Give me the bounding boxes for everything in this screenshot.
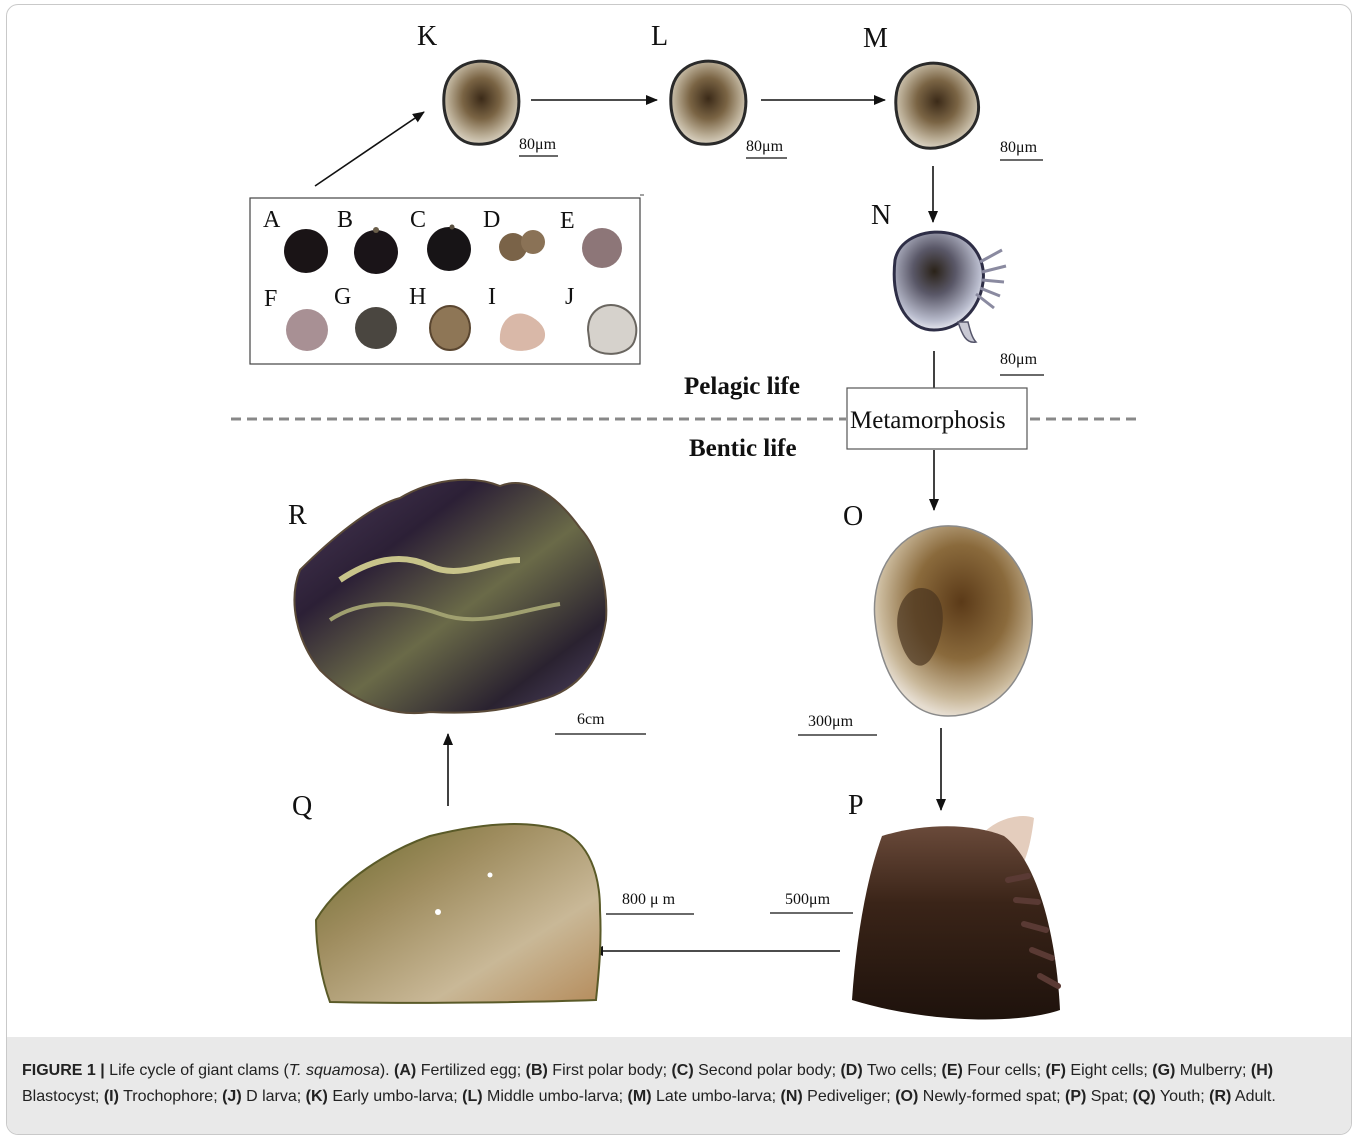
caption-item-text: Eight cells;	[1066, 1062, 1152, 1079]
caption-item-text: Spat;	[1086, 1088, 1132, 1105]
panel-label-q: Q	[292, 791, 312, 822]
panel-label-f: F	[264, 286, 277, 312]
panel-label-r: R	[288, 500, 307, 531]
d-larva-j-image	[588, 305, 636, 354]
life-cycle-figure: K L M 80μm 80μm 80μm A B C D E F G H I J	[0, 0, 1360, 1037]
caption-item-text: Pediveliger;	[803, 1088, 896, 1105]
pediveliger-n-image	[894, 232, 1006, 342]
panel-label-o: O	[843, 501, 863, 532]
caption-item-text: Second polar body;	[694, 1062, 841, 1079]
caption-item-key: (P)	[1065, 1088, 1086, 1105]
scalebar-label-o: 300μm	[808, 713, 854, 730]
caption-item-text: Middle umbo-larva;	[483, 1088, 628, 1105]
scalebar-label-m: 80μm	[1000, 139, 1038, 156]
cells-e-image	[582, 228, 622, 268]
mulberry-g-image	[355, 307, 397, 349]
caption-item-text: Early umbo-larva;	[328, 1088, 462, 1105]
panel-label-e: E	[560, 208, 575, 234]
caption-item-key: (E)	[942, 1062, 963, 1079]
panel-label-n: N	[871, 200, 891, 231]
metamorphosis-label: Metamorphosis	[850, 407, 1006, 434]
caption-item-text: Trochophore;	[119, 1088, 222, 1105]
caption-item-key: (M)	[628, 1088, 652, 1105]
caption-item-text: Adult.	[1231, 1088, 1275, 1105]
scalebar-label-k: 80μm	[519, 136, 557, 153]
scalebar-label-l: 80μm	[746, 138, 784, 155]
scalebar-label-p: 500μm	[785, 891, 831, 908]
egg-a-image	[284, 229, 328, 273]
scalebar-label-n: 80μm	[1000, 351, 1038, 368]
caption-item-text: Youth;	[1156, 1088, 1209, 1105]
caption-species: T. squamosa	[289, 1062, 380, 1079]
caption-item-key: (K)	[306, 1088, 328, 1105]
panel-label-l: L	[651, 21, 668, 52]
panel-label-g: G	[334, 284, 351, 310]
caption-item-key: (B)	[526, 1062, 548, 1079]
caption-item-text: First polar body;	[548, 1062, 672, 1079]
larva-l-image	[671, 61, 746, 144]
caption-item-text: Late umbo-larva;	[652, 1088, 781, 1105]
caption-item-text: D larva;	[242, 1088, 306, 1105]
larva-m-image	[896, 63, 979, 148]
cells-f-image	[286, 309, 328, 351]
cells-d-image	[499, 230, 545, 261]
caption-item-text: Newly-formed spat;	[918, 1088, 1065, 1105]
panel-label-d: D	[483, 207, 500, 233]
caption-item-text: Two cells;	[863, 1062, 942, 1079]
scalebar-label-r: 6cm	[577, 711, 605, 728]
caption-item-key: (H)	[1251, 1062, 1273, 1079]
caption-item-text: Four cells;	[963, 1062, 1046, 1079]
panel-label-c: C	[410, 207, 426, 233]
caption-item-text: Blastocyst;	[22, 1088, 104, 1105]
panel-label-m: M	[863, 23, 888, 54]
caption-item-key: (Q)	[1133, 1088, 1156, 1105]
adult-r-image	[294, 480, 606, 713]
panel-label-j: J	[565, 284, 574, 310]
caption-item-key: (R)	[1209, 1088, 1231, 1105]
scalebar-label-q: 800 μ m	[622, 891, 676, 908]
caption-item-key: (N)	[780, 1088, 802, 1105]
newly-formed-spat-o-image	[874, 526, 1032, 716]
egg-b-image	[354, 227, 398, 274]
panel-label-k: K	[417, 21, 437, 52]
benthic-life-label: Bentic life	[689, 435, 797, 462]
caption-item-text: Fertilized egg;	[416, 1062, 525, 1079]
panel-label-h: H	[409, 284, 426, 310]
caption-intro: Life cycle of giant clams (	[105, 1062, 289, 1079]
caption-item-key: (J)	[222, 1088, 242, 1105]
caption-item-key: (A)	[394, 1062, 416, 1079]
panel-label-b: B	[337, 207, 353, 233]
caption-figure-label: FIGURE 1 |	[22, 1062, 105, 1079]
trochophore-i-image	[500, 314, 545, 351]
caption-item-key: (G)	[1152, 1062, 1175, 1079]
youth-q-image	[316, 824, 601, 1003]
figure-caption: FIGURE 1 | Life cycle of giant clams (T.…	[22, 1058, 1340, 1110]
caption-item-key: (L)	[462, 1088, 482, 1105]
larva-k-image	[444, 61, 519, 144]
panel-label-a: A	[263, 207, 281, 233]
caption-intro-end: ).	[380, 1062, 394, 1079]
caption-item-text: Mulberry;	[1175, 1062, 1251, 1079]
caption-item-key: (C)	[671, 1062, 693, 1079]
arrow-eggs-to-k	[315, 112, 424, 186]
panel-label-p: P	[848, 790, 864, 821]
spat-p-image	[852, 816, 1060, 1019]
panel-label-i: I	[488, 284, 496, 310]
blastocyst-h-image	[430, 306, 470, 350]
caption-item-key: (F)	[1046, 1062, 1066, 1079]
caption-item-key: (O)	[895, 1088, 918, 1105]
caption-item-key: (D)	[840, 1062, 862, 1079]
caption-item-key: (I)	[104, 1088, 119, 1105]
egg-c-image	[427, 225, 471, 272]
pelagic-life-label: Pelagic life	[684, 373, 800, 400]
